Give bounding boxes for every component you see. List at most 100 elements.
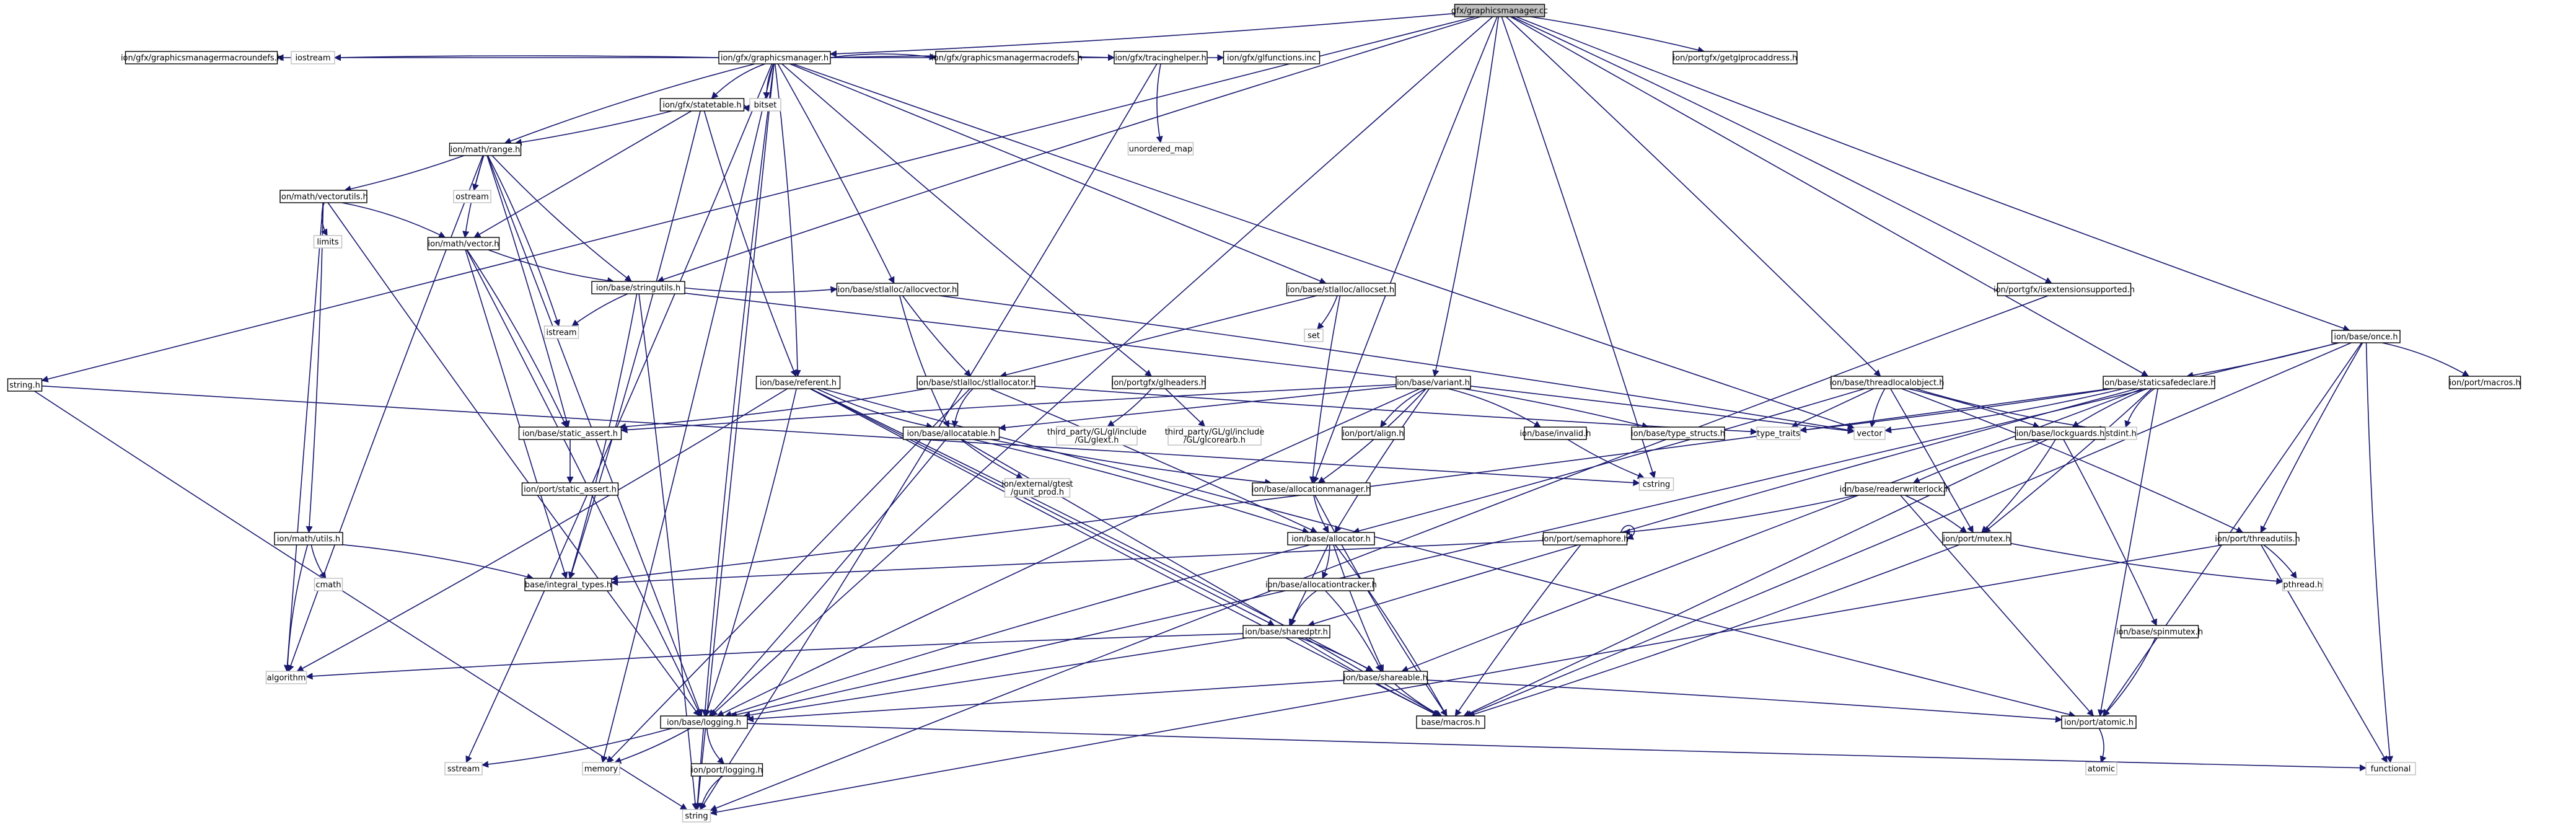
node-box — [1004, 478, 1071, 498]
node-atomic_h[interactable]: ion/port/atomic.h — [2061, 715, 2137, 729]
edge-lockguards-to-readerwriter — [1912, 439, 2042, 483]
edge-threadlocal-to-allocator — [1352, 388, 1865, 534]
node-stlallocvector[interactable]: ion/base/stlalloc/allocvector.h — [836, 283, 959, 296]
node-glext: third_party/GL/gl/include/GL/glext.h — [1047, 426, 1146, 446]
node-logging[interactable]: ion/base/logging.h — [660, 715, 748, 729]
node-portalign[interactable]: ion/port/align.h — [1342, 426, 1405, 440]
edge-readerwriter-to-mutex — [1905, 495, 1967, 533]
edges-layer — [34, 12, 2470, 816]
node-label: ion/base/lockguards.h — [2016, 430, 2105, 439]
node-gm[interactable]: ion/gfx/graphicsmanager.h — [718, 51, 831, 64]
node-box — [1342, 426, 1405, 440]
node-stringh[interactable]: string.h — [7, 378, 43, 392]
node-mutex[interactable]: ion/port/mutex.h — [1942, 532, 2011, 545]
edge-staticsafe-to-atomic_h — [2098, 388, 2158, 717]
node-spinmutex[interactable]: ion/base/spinmutex.h — [2116, 625, 2203, 638]
edge-statetable-to-bitset — [743, 104, 750, 112]
node-label: base/macros.h — [1421, 718, 1480, 728]
node-sharedptr[interactable]: ion/base/sharedptr.h — [1242, 625, 1330, 638]
node-label: ion/port/mutex.h — [1943, 535, 2010, 544]
node-semaphore[interactable]: ion/port/semaphore.h — [1542, 532, 1629, 545]
node-label: limits — [317, 238, 339, 247]
node-label: ion/base/staticsafedeclare.h — [2103, 379, 2216, 388]
node-allocator[interactable]: ion/base/allocator.h — [1287, 532, 1375, 545]
node-bitset: bitset — [749, 98, 781, 112]
edge-variant-to-allocatable — [998, 386, 1397, 431]
edge-stlallocset-to-set — [1317, 295, 1338, 330]
node-portmacros[interactable]: ion/port/macros.h — [2448, 376, 2521, 389]
edge-semaphore-to-integraltypes — [610, 540, 1544, 586]
node-portlogging[interactable]: ion/port/logging.h — [690, 763, 763, 777]
node-stlallocator[interactable]: ion/base/stlalloc/stlallocator.h — [916, 376, 1036, 389]
node-box — [2331, 330, 2401, 343]
node-range[interactable]: ion/math/range.h — [449, 143, 522, 156]
edge-once-to-threadutils — [2260, 342, 2363, 534]
edge-stlallocvector-to-allocatable — [899, 295, 950, 428]
node-portstaticassert[interactable]: ion/port/static_assert.h — [521, 482, 619, 496]
node-referent[interactable]: ion/base/referent.h — [755, 376, 841, 389]
edge-sharedptr-to-logging — [743, 637, 1247, 718]
node-stlallocset[interactable]: ion/base/stlalloc/allocset.h — [1286, 283, 1396, 296]
node-vectorutils[interactable]: ion/math/vectorutils.h — [279, 190, 368, 203]
node-alloctracker[interactable]: ion/base/allocationtracker.h — [1265, 578, 1377, 591]
node-once[interactable]: ion/base/once.h — [2331, 330, 2401, 343]
node-lockguards[interactable]: ion/base/lockguards.h — [2015, 426, 2106, 440]
edge-stringutils-to-string — [638, 293, 699, 811]
node-tracinghelper[interactable]: ion/gfx/tracinghelper.h — [1114, 51, 1208, 64]
node-variant[interactable]: ion/base/variant.h — [1396, 376, 1471, 389]
node-pthread: pthread.h — [2282, 578, 2324, 591]
node-staticasset[interactable]: ion/base/static_assert.h — [518, 426, 622, 440]
node-label: ion/math/utils.h — [277, 535, 340, 544]
node-allocmanager[interactable]: ion/base/allocationmanager.h — [1252, 482, 1371, 496]
node-getglproc[interactable]: ion/portgfx/getglprocaddress.h — [1673, 51, 1798, 64]
node-box — [1112, 376, 1206, 389]
node-label: ion/port/static_assert.h — [524, 485, 617, 495]
node-root[interactable]: gfx/graphicsmanager.cc — [1451, 4, 1548, 17]
node-basemacros[interactable]: base/macros.h — [1416, 715, 1485, 729]
node-statetable[interactable]: ion/gfx/statetable.h — [659, 98, 745, 112]
node-staticsafe[interactable]: ion/base/staticsafedeclare.h — [2103, 376, 2216, 389]
node-gmmacroundefs[interactable]: ion/gfx/graphicsmanagermacroundefs.h — [121, 51, 282, 64]
node-allocatable[interactable]: ion/base/allocatable.h — [902, 426, 1000, 440]
edge-gm-to-range — [504, 63, 755, 144]
edge-once-to-atomic_h — [2103, 342, 2362, 717]
edge-mathvector-to-stringutils — [488, 249, 615, 285]
edge-stlallocator-to-allocator — [990, 388, 1318, 533]
edge-threadlocal-to-vector — [1869, 388, 1886, 428]
node-label: ion/base/variant.h — [1397, 379, 1470, 388]
edge-alloctracker-to-sharedptr — [1290, 590, 1317, 627]
node-box — [659, 98, 745, 112]
node-integraltypes[interactable]: base/integral_types.h — [524, 578, 612, 591]
node-label: ion/gfx/graphicsmanager.h — [721, 54, 829, 63]
node-glheaders[interactable]: ion/portgfx/glheaders.h — [1112, 376, 1207, 389]
edge-logging-to-memory — [614, 728, 691, 764]
node-shareable[interactable]: ion/base/shareable.h — [1343, 671, 1428, 684]
node-threadlocal[interactable]: ion/base/threadlocalobject.h — [1830, 376, 1945, 389]
node-mathvector[interactable]: ion/math/vector.h — [427, 237, 500, 250]
edge-root-to-stringh — [41, 16, 1475, 382]
node-stringutils[interactable]: ion/base/stringutils.h — [591, 281, 685, 294]
node-mathutils[interactable]: ion/math/utils.h — [274, 532, 343, 545]
node-label: ion/base/allocationmanager.h — [1252, 485, 1371, 495]
node-label: ion/port/align.h — [1342, 430, 1404, 439]
node-gmmacrodefs[interactable]: ion/gfx/graphicsmanagermacrodefs.h — [931, 51, 1083, 64]
node-threadutils[interactable]: ion/port/threadutils.h — [2215, 532, 2300, 545]
node-box — [1831, 376, 1943, 389]
edge-shareable-to-basemacros — [1394, 683, 1443, 717]
edge-allocatable-to-logging — [708, 439, 947, 717]
node-set: set — [1304, 329, 1324, 342]
node-box — [1343, 671, 1428, 684]
edge-glheaders-to-glext — [1107, 388, 1152, 427]
node-typestructs[interactable]: ion/base/type_structs.h — [1631, 426, 1725, 440]
node-stdint: stdint.h — [2105, 426, 2137, 440]
node-isextsupported[interactable]: ion/portgfx/isextensionsupported.h — [1994, 283, 2135, 296]
edge-gm-to-memory — [600, 63, 774, 764]
node-invalid[interactable]: ion/base/invalid.h — [1520, 426, 1591, 440]
node-cstring: cstring — [1638, 477, 1674, 491]
node-readerwriter[interactable]: ion/base/readerwriterlock.h — [1840, 482, 1951, 496]
node-box — [265, 671, 307, 684]
node-label: third_party/GL/gl/include — [1165, 428, 1265, 437]
node-label: ion/portgfx/isextensionsupported.h — [1994, 286, 2135, 295]
node-label: ion/base/stlalloc/allocvector.h — [838, 286, 957, 295]
node-glfunctions[interactable]: ion/gfx/glfunctions.inc — [1223, 51, 1321, 64]
